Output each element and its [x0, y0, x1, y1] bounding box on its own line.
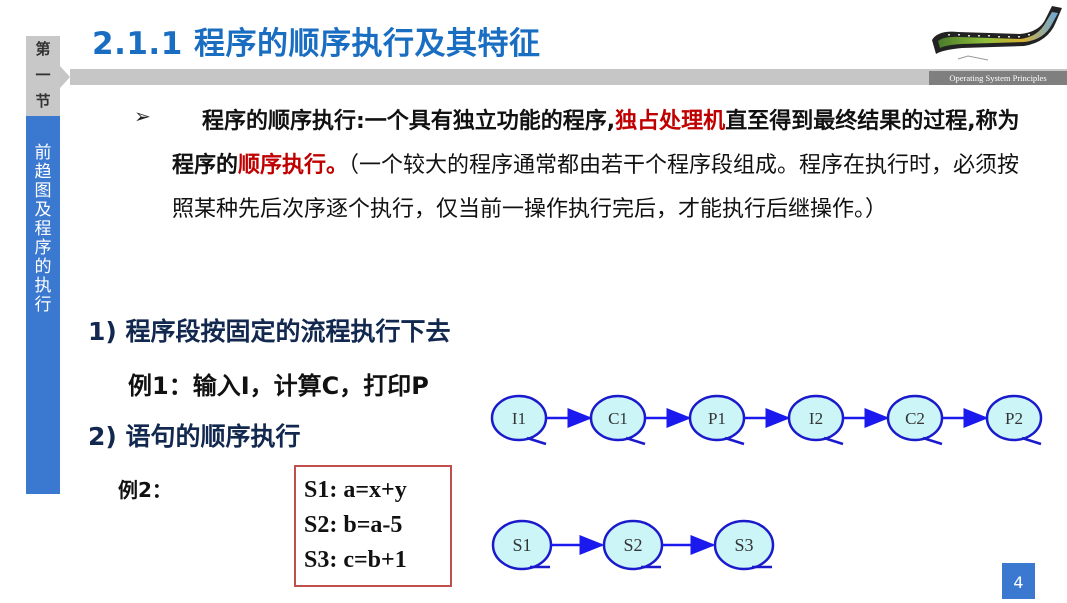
definition-paragraph: 程序的顺序执行:一个具有独立功能的程序,独占处理机直至得到最终结果的过程,称为程…	[172, 100, 1032, 232]
para-normal-text: （一个较大的程序通常都由若干个程序段组成。程序在执行时，必须按照某种先后次序逐个…	[172, 153, 1020, 222]
section-tab-number: 第 一 节	[26, 36, 60, 116]
page-number: 4	[1002, 563, 1035, 599]
heading-1: 1) 程序段按固定的流程执行下去	[88, 317, 451, 346]
heading-2: 2) 语句的顺序执行	[88, 422, 301, 451]
graph-node: I2	[787, 394, 845, 446]
svg-text:P2: P2	[1005, 409, 1023, 428]
code-line: S1: a=x+y	[304, 477, 407, 503]
code-line: S3: c=b+1	[304, 547, 407, 573]
para-bold-text: 程序的顺序执行:一个具有独立功能的程序,	[202, 109, 616, 134]
graph-node: C1	[589, 394, 647, 446]
arrow-bullet-icon: ➢	[134, 104, 151, 128]
para-bold-text-2: 直至得到最终结果的过程,称为程序的	[172, 109, 1020, 178]
row1-graph: I1 C1 P1 I2 C2 P2	[490, 394, 1043, 446]
header-bar	[70, 69, 1067, 85]
svg-text:C2: C2	[905, 409, 925, 428]
graph-node: P1	[688, 394, 746, 446]
code-line: S2: b=a-5	[304, 512, 403, 538]
para-highlight-text: 独占处理机	[615, 109, 726, 134]
svg-text:P1: P1	[708, 409, 726, 428]
svg-text:C1: C1	[608, 409, 628, 428]
course-tag: Operating System Principles	[929, 71, 1067, 85]
graph-node: P2	[985, 394, 1043, 446]
section-tab-title: 前趋图及程序的执行	[26, 116, 60, 494]
precedence-graph: I1 C1 P1 I2 C2 P2	[490, 394, 1043, 571]
svg-text:I1: I1	[512, 409, 526, 428]
graph-node: S2	[602, 519, 664, 571]
graph-node: S3	[713, 519, 775, 571]
graph-node: S1	[491, 519, 553, 571]
header-chevron-icon	[60, 66, 70, 88]
para-highlight-text-2: 顺序执行。	[238, 153, 349, 178]
svg-text:S1: S1	[512, 535, 531, 555]
code-box: S1: a=x+y S2: b=a-5 S3: c=b+1	[294, 465, 452, 587]
svg-text:I2: I2	[809, 409, 823, 428]
example-1: 例1：输入I，计算C，打印P	[128, 372, 429, 400]
svg-text:S3: S3	[734, 535, 753, 555]
film-reel-image	[932, 6, 1062, 61]
row2-graph: S1 S2 S3	[491, 519, 775, 571]
graph-node: I1	[490, 394, 548, 446]
section-char: 节	[35, 92, 51, 110]
section-char: 一	[35, 66, 51, 84]
section-vertical-title: 前趋图及程序的执行	[34, 143, 52, 315]
section-char: 第	[35, 40, 51, 58]
slide-title: 2.1.1 程序的顺序执行及其特征	[92, 26, 541, 62]
example-2-label: 例2：	[118, 478, 172, 502]
svg-text:S2: S2	[623, 535, 642, 555]
graph-node: C2	[886, 394, 944, 446]
